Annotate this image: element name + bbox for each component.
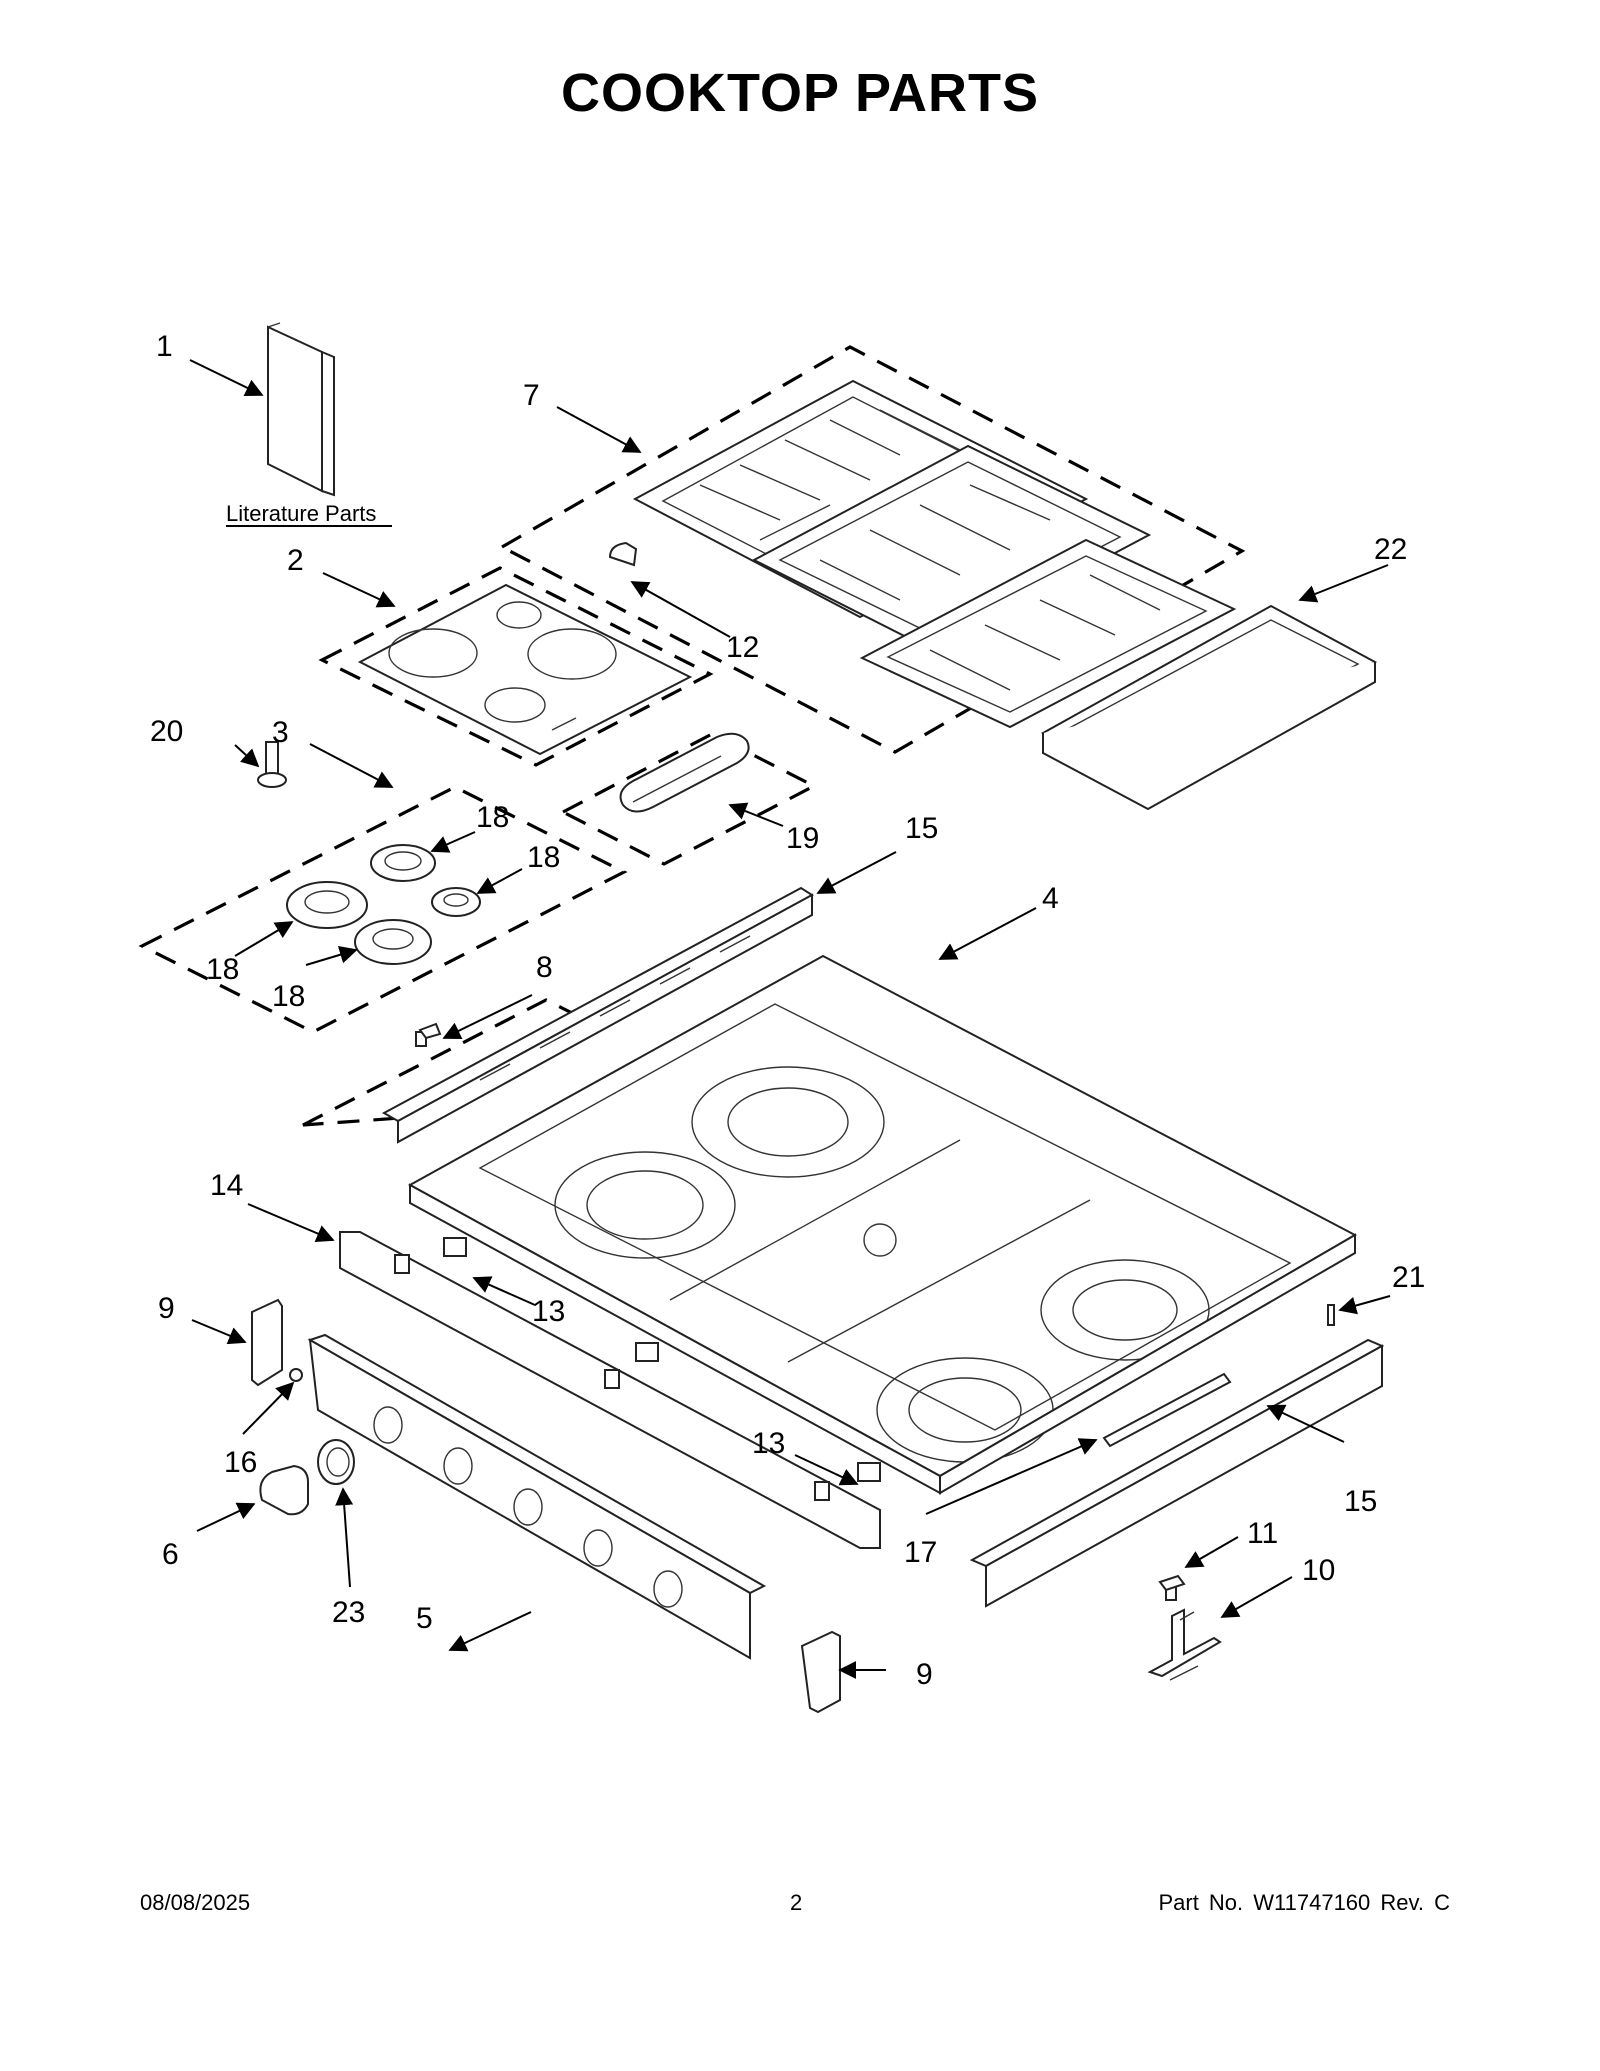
control-knob	[259, 1464, 309, 1516]
callout-10: 10	[1302, 1554, 1335, 1587]
literature-parts-label: Literature Parts	[226, 501, 376, 526]
callout-23: 23	[332, 1596, 365, 1629]
callout-14: 14	[210, 1169, 243, 1202]
screw-21	[1327, 1304, 1335, 1326]
callout-9-bottom: 9	[916, 1658, 933, 1691]
footer-page-number: 2	[790, 1890, 803, 1915]
callout-21: 21	[1392, 1261, 1425, 1294]
literature-parts-book	[267, 322, 335, 497]
support-bracket	[1147, 1608, 1222, 1681]
footer-date: 08/08/2025	[140, 1890, 251, 1915]
callout-1: 1	[156, 330, 173, 363]
callout-8: 8	[536, 951, 553, 984]
callout-15-upper: 15	[905, 812, 938, 845]
griddle	[1040, 604, 1378, 811]
page-title: COOKTOP PARTS	[560, 63, 1040, 123]
callout-18-a: 18	[476, 801, 509, 834]
callout-17: 17	[904, 1536, 937, 1569]
grate-group-outline	[498, 345, 1246, 754]
screw-16	[289, 1368, 303, 1382]
cooktop-surface-group-outline	[318, 566, 714, 767]
callout-5: 5	[416, 1602, 433, 1635]
callout-11: 11	[1247, 1517, 1278, 1550]
spark-igniter	[257, 741, 287, 788]
front-bracket	[339, 1231, 881, 1549]
callout-13-upper: 13	[532, 1295, 565, 1328]
callout-arrows	[189, 359, 1391, 1679]
burner-caps	[286, 844, 481, 965]
burner-cap-group-outline	[138, 785, 628, 1034]
callout-18-c: 18	[206, 953, 239, 986]
callout-18-b: 18	[527, 841, 560, 874]
callout-9-left: 9	[158, 1292, 175, 1325]
side-bracket-right	[800, 1630, 841, 1714]
control-panel	[307, 1333, 767, 1660]
side-trim-left	[381, 886, 814, 1144]
callout-19: 19	[786, 822, 819, 855]
callout-4: 4	[1042, 882, 1059, 915]
callout-12: 12	[726, 631, 759, 664]
callout-22: 22	[1374, 533, 1407, 566]
callout-18-d: 18	[272, 980, 305, 1013]
screw-11	[1158, 1574, 1186, 1601]
callout-6: 6	[162, 1538, 179, 1571]
callout-2: 2	[287, 544, 304, 577]
burner-base-group-outline	[559, 732, 818, 866]
mounting-brackets	[443, 1237, 881, 1482]
cooktop-surface	[357, 583, 693, 756]
trim-group-outline	[302, 998, 594, 1127]
callout-20: 20	[150, 715, 183, 748]
callout-labels: 1 2 3 4 5 6 7 8 9 9 10 11 12 13 13 14 15…	[150, 330, 1425, 1691]
cooktop-grates	[608, 379, 1237, 729]
callout-3: 3	[272, 716, 289, 749]
footer-part-number: Part No. W11747160 Rev. C	[1158, 1890, 1450, 1915]
knob-bezel	[317, 1439, 355, 1485]
side-bracket-left	[251, 1298, 283, 1387]
callout-13-lower: 13	[752, 1427, 785, 1460]
trim-strip	[1102, 1372, 1232, 1448]
cooktop-tray	[407, 954, 1358, 1495]
callout-7: 7	[523, 379, 540, 412]
screw-8	[415, 1022, 442, 1047]
callout-15-lower: 15	[1344, 1485, 1377, 1518]
callout-16: 16	[224, 1446, 257, 1479]
burner-base	[619, 732, 750, 813]
